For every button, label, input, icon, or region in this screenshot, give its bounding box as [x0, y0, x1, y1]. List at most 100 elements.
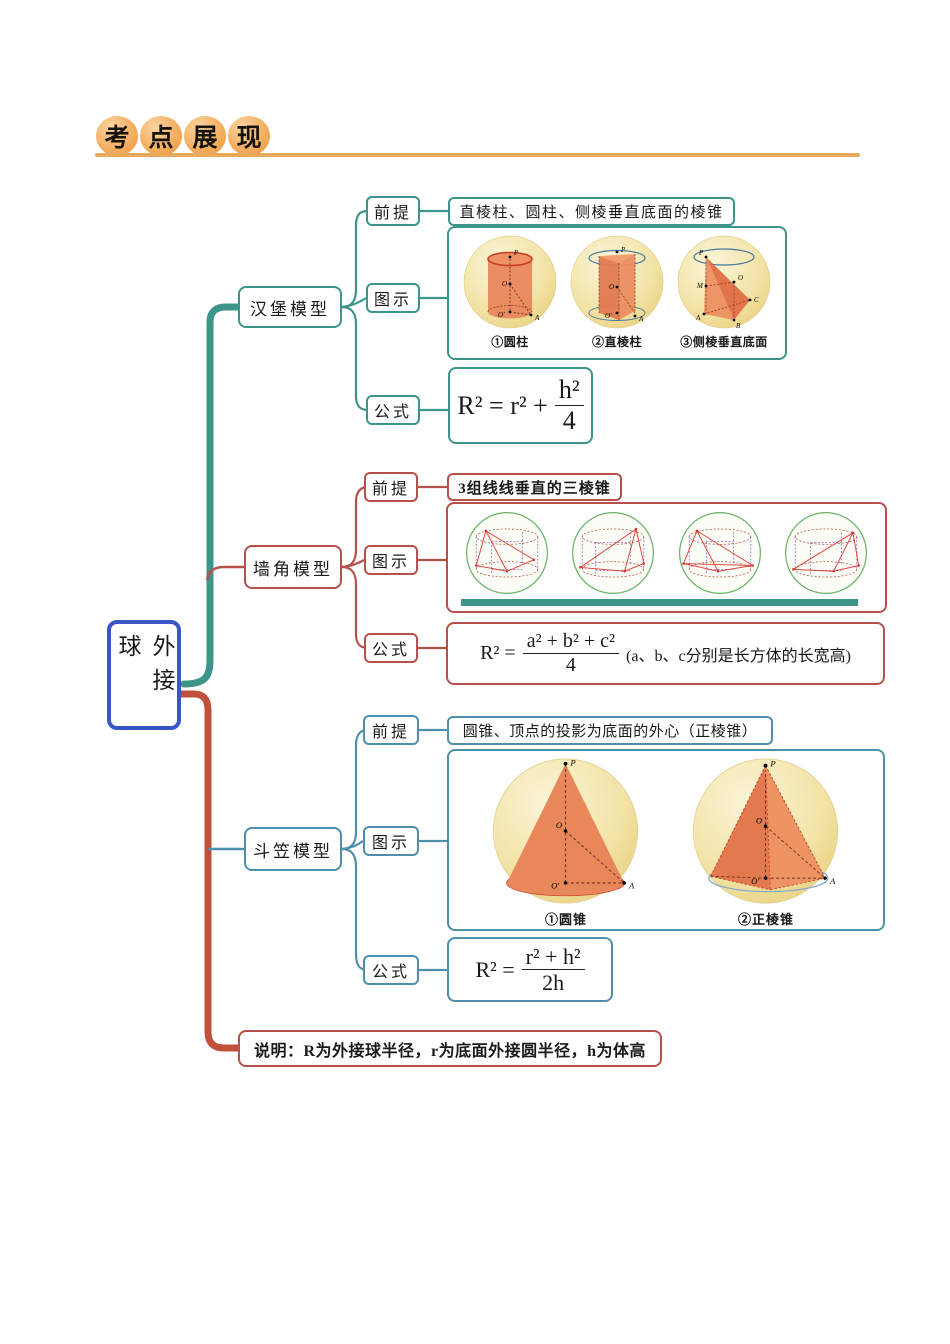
header-char-oval: 点 — [140, 116, 182, 156]
header-char-oval: 考 — [96, 116, 138, 156]
branch-hat-label: 斗笠模型 — [253, 841, 333, 861]
figure-caption: ②直棱柱 — [591, 335, 642, 349]
svg-text:P: P — [513, 249, 519, 257]
hamburger-premise-node: 前提 — [366, 196, 420, 226]
hat-formula: R² = r² + h² 2h — [475, 944, 585, 996]
hamburger-figure-1-col: P O O′ A ①圆柱 — [462, 232, 558, 350]
corner-premise-node: 前提 — [364, 472, 418, 502]
svg-text:O: O — [556, 820, 563, 830]
hat-figure-2-col: P O O′ A ②正棱锥 — [681, 755, 851, 928]
hamburger-figure-cylinder: P O O′ A — [463, 235, 557, 329]
hamburger-formula-content: R² = r² + h² 4 — [448, 367, 593, 444]
hamburger-figure-prism: P O O′ A — [570, 235, 664, 329]
svg-text:C: C — [754, 296, 759, 304]
hamburger-premise-text: 直棱柱、圆柱、侧棱垂直底面的棱锥 — [459, 205, 724, 221]
connector-branch-corner — [205, 565, 244, 581]
svg-text:O: O — [756, 815, 763, 825]
hat-premise-content: 圆锥、顶点的投影为底面的外心（正棱锥） — [447, 716, 773, 745]
svg-text:O′: O′ — [605, 312, 612, 320]
hamburger-illustration-node: 图示 — [366, 283, 420, 313]
corner-illustration-content — [446, 502, 887, 613]
figure-caption: ③侧棱垂直底面 — [680, 335, 768, 349]
illustration-node-label: 图示 — [371, 835, 410, 852]
hat-illustration-node: 图示 — [363, 826, 419, 856]
hamburger-formula-node: 公式 — [366, 395, 420, 425]
root-label: 外接球 — [115, 634, 174, 702]
header-char: 点 — [148, 125, 174, 152]
fraction: h² 4 — [554, 375, 584, 436]
fraction: a² + b² + c² 4 — [522, 630, 620, 677]
svg-text:A: A — [829, 876, 836, 886]
connector-hamburger-sub — [341, 209, 448, 412]
hamburger-figure-2-col: P O O′ A ②直棱柱 — [569, 232, 665, 350]
hamburger-illustration-content: P O O′ A ①圆柱 P O — [447, 226, 787, 360]
corner-formula-content: R² = a² + b² + c² 4 (a、b、c分别是长方体的长宽高) — [446, 622, 885, 685]
formula-node-label: 公式 — [373, 404, 412, 421]
corner-figure-1 — [465, 511, 548, 595]
premise-node-label: 前提 — [371, 481, 410, 498]
header-char: 展 — [192, 125, 218, 152]
hat-figure-pyramid: P O O′ A — [692, 758, 839, 904]
header-char-oval: 展 — [184, 116, 226, 156]
formula-note: (a、b、c分别是长方体的长宽高) — [626, 647, 851, 665]
figure-caption: ②正棱锥 — [737, 912, 794, 927]
note-text: 说明：R为外接球半径，r为底面外接圆半径，h为体高 — [253, 1042, 647, 1060]
svg-text:B: B — [736, 322, 741, 330]
formula-lhs: R² = — [475, 956, 515, 982]
corner-figure-4 — [785, 511, 868, 595]
illustration-node-label: 图示 — [371, 554, 410, 571]
corner-formula-node: 公式 — [364, 633, 418, 663]
hamburger-figure-3-col: P M O C A B ③侧棱垂直底面 — [676, 232, 772, 350]
corner-figure-3 — [678, 511, 761, 595]
svg-text:O′: O′ — [498, 311, 505, 319]
illustration-node-label: 图示 — [373, 292, 412, 309]
hamburger-formula: R² = r² + h² 4 — [457, 375, 584, 436]
svg-text:O′: O′ — [751, 876, 759, 886]
formula-lhs: R² = — [480, 642, 516, 664]
corner-premise-content: 3组线线垂直的三棱锥 — [447, 473, 622, 501]
premise-node-label: 前提 — [371, 724, 410, 741]
svg-text:O: O — [738, 274, 743, 282]
svg-text:P: P — [698, 249, 704, 257]
svg-text:O′: O′ — [551, 881, 559, 891]
header-char: 现 — [236, 125, 262, 152]
svg-text:P: P — [569, 758, 576, 768]
svg-text:P: P — [620, 246, 626, 254]
hat-illustration-content: P O O′ A ①圆锥 P O O′ — [447, 749, 885, 931]
root-node: 外接球 — [107, 620, 181, 730]
corner-underline-bar — [461, 599, 858, 606]
connector-hat-sub — [341, 728, 447, 972]
svg-text:A: A — [638, 315, 644, 323]
hat-formula-node: 公式 — [363, 955, 419, 985]
formula-node-label: 公式 — [371, 642, 410, 659]
hat-formula-content: R² = r² + h² 2h — [447, 937, 613, 1002]
figure-caption: ①圆锥 — [544, 912, 587, 927]
svg-text:A: A — [628, 881, 635, 891]
connector-trunk-teal — [180, 303, 242, 688]
corner-figure-2 — [572, 511, 655, 595]
formula-node-label: 公式 — [371, 964, 410, 981]
svg-text:A: A — [534, 314, 540, 322]
fraction: r² + h² 2h — [521, 944, 585, 996]
branch-corner: 墙角模型 — [244, 545, 342, 589]
svg-text:O: O — [502, 280, 507, 288]
svg-text:A: A — [695, 314, 701, 322]
header-underline — [95, 153, 860, 157]
hamburger-premise-content: 直棱柱、圆柱、侧棱垂直底面的棱锥 — [448, 197, 735, 226]
connector-trunk-red — [177, 690, 242, 1052]
branch-hamburger: 汉堡模型 — [238, 286, 342, 328]
branch-corner-label: 墙角模型 — [253, 559, 333, 579]
header-badge: 考 点 展 现 — [96, 116, 270, 160]
corner-formula: R² = a² + b² + c² 4 (a、b、c分别是长方体的长宽高) — [480, 630, 851, 677]
hat-premise-text: 圆锥、顶点的投影为底面的外心（正棱锥） — [462, 724, 758, 740]
formula-lhs: R² = r² + — [457, 390, 548, 420]
branch-hat: 斗笠模型 — [244, 827, 342, 871]
svg-text:O: O — [609, 283, 614, 291]
header-char-oval: 现 — [228, 116, 270, 156]
premise-node-label: 前提 — [373, 205, 412, 222]
corner-illustration-node: 图示 — [364, 545, 418, 575]
figure-caption: ①圆柱 — [491, 335, 529, 349]
svg-text:P: P — [769, 759, 776, 769]
svg-text:M: M — [696, 282, 704, 290]
